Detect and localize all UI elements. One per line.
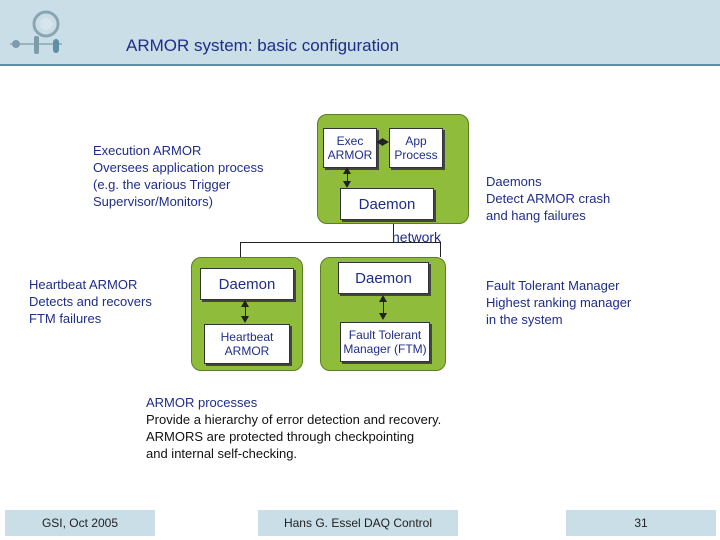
footer-author: Hans G. Essel DAQ Control xyxy=(283,516,433,530)
armor-processes-line-3: and internal self-checking. xyxy=(146,446,298,461)
heartbeat-armor-box: Heartbeat ARMOR xyxy=(204,324,290,364)
exec-daemon-arrow-up xyxy=(343,167,351,174)
armor-processes-line-2: ARMORS are protected through checkpointi… xyxy=(146,429,415,444)
exec-daemon-link xyxy=(347,172,348,184)
daemon-top-box: Daemon xyxy=(340,188,434,220)
app-process-label-1: App xyxy=(405,134,427,148)
heartbeat-armor-line-1: Detects and recovers xyxy=(29,294,152,309)
app-process-label-2: Process xyxy=(394,148,438,162)
execution-armor-annotation: Execution ARMOR Oversees application pro… xyxy=(93,142,264,210)
daemon-ftm-arrow-up xyxy=(379,295,387,302)
daemon-ftm-arrow-down xyxy=(379,313,387,320)
ftm-line-1: Highest ranking manager xyxy=(486,295,632,310)
ftm-heading: Fault Tolerant Manager xyxy=(486,278,620,293)
page-number: 31 xyxy=(634,516,648,530)
armor-processes-heading: ARMOR processes xyxy=(146,395,258,410)
execution-armor-line-3: Supervisor/Monitors) xyxy=(93,194,213,209)
daemon-right-box: Daemon xyxy=(338,262,429,294)
exec-daemon-arrow-down xyxy=(343,181,351,188)
execution-armor-line-1: Oversees application process xyxy=(93,160,264,175)
daemons-heading: Daemons xyxy=(486,174,542,189)
daemon-heartbeat-arrow-up xyxy=(241,300,249,307)
app-process-box: App Process xyxy=(389,128,443,168)
ftm-box: Fault Tolerant Manager (FTM) xyxy=(340,322,430,362)
daemon-left-label: Daemon xyxy=(218,275,276,293)
armor-processes-annotation: ARMOR processes Provide a hierarchy of e… xyxy=(146,394,441,462)
daemons-line-2: and hang failures xyxy=(486,208,586,223)
ftm-label-2: Manager (FTM) xyxy=(343,342,427,356)
exec-armor-box: Exec ARMOR xyxy=(323,128,377,168)
logo-icon xyxy=(10,10,62,54)
exec-app-arrow-left xyxy=(376,138,383,146)
execution-armor-line-2: (e.g. the various Trigger xyxy=(93,177,231,192)
footer-right: 31 xyxy=(566,510,716,536)
ftm-label-1: Fault Tolerant xyxy=(348,328,422,342)
daemon-right-label: Daemon xyxy=(355,269,412,287)
footer-date: GSI, Oct 2005 xyxy=(41,516,119,530)
daemons-line-1: Detect ARMOR crash xyxy=(486,191,611,206)
heartbeat-armor-label-2: ARMOR xyxy=(224,344,270,358)
daemon-ftm-link xyxy=(383,298,384,318)
armor-processes-line-1: Provide a hierarchy of error detection a… xyxy=(146,412,442,427)
connector-right-group xyxy=(440,242,441,257)
daemon-heartbeat-link xyxy=(245,303,246,320)
connector-top-group xyxy=(393,222,394,242)
daemon-left-box: Daemon xyxy=(200,268,294,300)
connector-left-group xyxy=(240,242,241,257)
heartbeat-armor-line-2: FTM failures xyxy=(29,311,102,326)
execution-armor-heading: Execution ARMOR xyxy=(93,143,202,158)
exec-armor-label-2: ARMOR xyxy=(327,148,373,162)
daemon-top-label: Daemon xyxy=(358,195,416,213)
footer-left: GSI, Oct 2005 xyxy=(5,510,155,536)
daemons-annotation: Daemons Detect ARMOR crash and hang fail… xyxy=(486,173,610,224)
exec-app-arrow-right xyxy=(382,138,389,146)
heartbeat-armor-heading: Heartbeat ARMOR xyxy=(29,277,138,292)
header-bar xyxy=(0,0,720,64)
network-line xyxy=(240,242,441,243)
slide-title: ARMOR system: basic configuration xyxy=(126,36,400,55)
heartbeat-armor-annotation: Heartbeat ARMOR Detects and recovers FTM… xyxy=(29,276,152,327)
header-divider xyxy=(0,64,720,66)
exec-armor-label-1: Exec xyxy=(336,134,364,148)
ftm-line-2: in the system xyxy=(486,312,563,327)
ftm-annotation: Fault Tolerant Manager Highest ranking m… xyxy=(486,277,631,328)
heartbeat-armor-label-1: Heartbeat xyxy=(220,330,274,344)
network-label: network xyxy=(392,229,442,245)
daemon-heartbeat-arrow-down xyxy=(241,316,249,323)
footer-center: Hans G. Essel DAQ Control xyxy=(258,510,458,536)
